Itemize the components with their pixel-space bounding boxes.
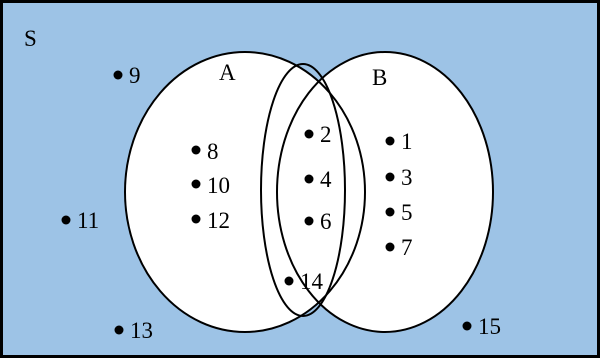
element-label: 12 — [207, 208, 230, 233]
element-label: 14 — [300, 269, 324, 294]
intersection-elements: 2 4 6 14 — [284, 122, 332, 294]
universal-set-label: S — [24, 26, 37, 51]
only-a-elements: 8 10 12 — [191, 139, 230, 233]
only-b-elements: 1 3 5 7 — [385, 129, 413, 260]
element-label: 9 — [129, 63, 141, 88]
set-b-outline — [276, 51, 494, 333]
element-dot — [304, 216, 314, 226]
element-dot — [114, 325, 124, 335]
intersection-a-b-outline — [260, 63, 346, 317]
element-label: 8 — [207, 139, 219, 164]
element-label: 13 — [130, 318, 153, 343]
element-dot — [304, 129, 314, 139]
element-label: 10 — [207, 173, 230, 198]
element-label: 2 — [320, 122, 332, 147]
set-b-fill — [277, 52, 493, 332]
element-dot — [385, 242, 395, 252]
element-dot — [191, 145, 201, 155]
element-dot — [191, 214, 201, 224]
element-dot — [113, 70, 123, 80]
set-b-label: B — [372, 65, 387, 90]
element-dot — [385, 207, 395, 217]
element-label: 11 — [77, 208, 99, 233]
element-label: 7 — [401, 235, 413, 260]
element-dot — [284, 276, 294, 286]
element-dot — [304, 174, 314, 184]
element-dot — [191, 179, 201, 189]
element-label: 15 — [478, 314, 501, 339]
element-label: 5 — [401, 200, 413, 225]
set-a-outline — [124, 51, 366, 333]
set-a-label: A — [219, 60, 236, 85]
element-dot — [462, 321, 472, 331]
element-dot — [61, 215, 71, 225]
element-dot — [385, 172, 395, 182]
element-label: 3 — [401, 165, 413, 190]
element-label: 6 — [320, 209, 332, 234]
outside-elements: 9 11 13 15 — [61, 63, 501, 343]
element-dot — [385, 136, 395, 146]
element-label: 1 — [401, 129, 413, 154]
element-label: 4 — [320, 167, 332, 192]
